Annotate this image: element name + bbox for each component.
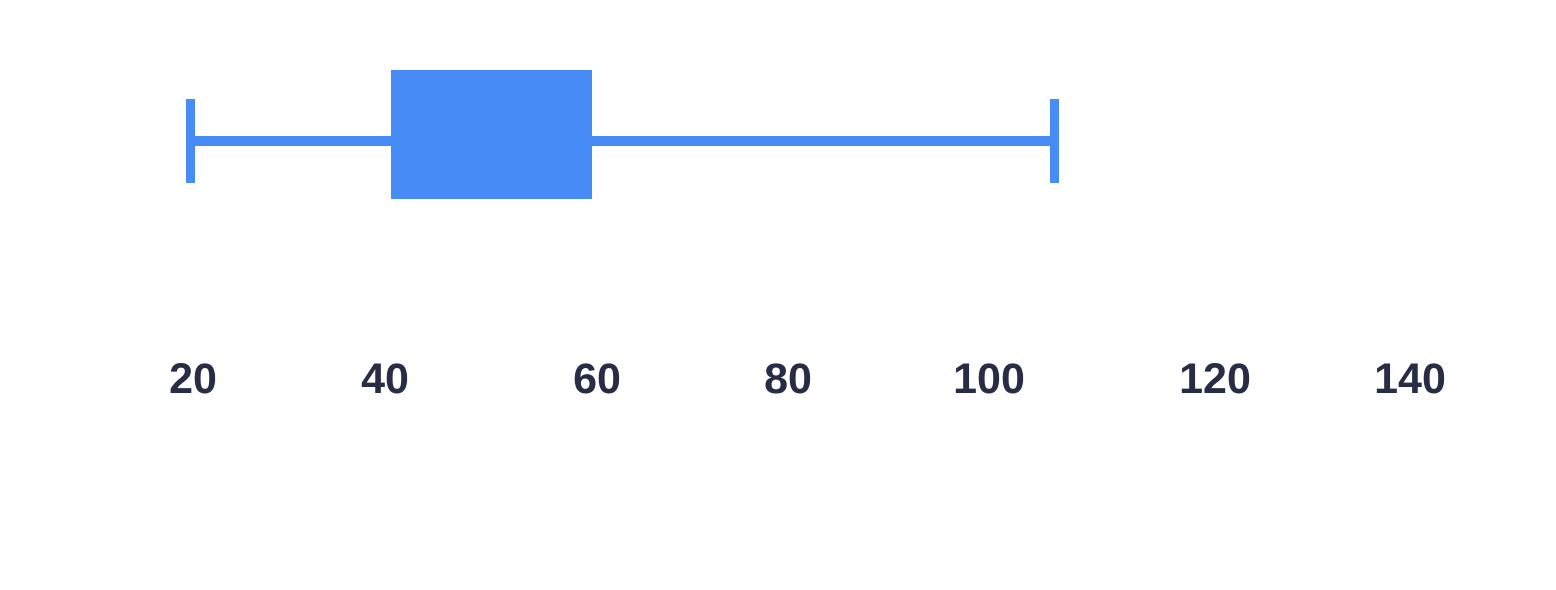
x-axis-tick-label: 40 xyxy=(361,354,409,403)
whisker-cap-max xyxy=(1049,99,1059,183)
whisker-line-right xyxy=(592,136,1055,146)
whisker-line-left xyxy=(190,136,391,146)
x-axis-tick-label: 100 xyxy=(953,354,1025,403)
x-axis-tick-label: 20 xyxy=(169,354,217,403)
x-axis-tick-label: 60 xyxy=(573,354,621,403)
x-axis-tick-label: 140 xyxy=(1374,354,1446,403)
x-axis-tick-label: 80 xyxy=(764,354,812,403)
x-axis-tick-label: 120 xyxy=(1179,354,1251,403)
box-iqr xyxy=(391,70,592,199)
